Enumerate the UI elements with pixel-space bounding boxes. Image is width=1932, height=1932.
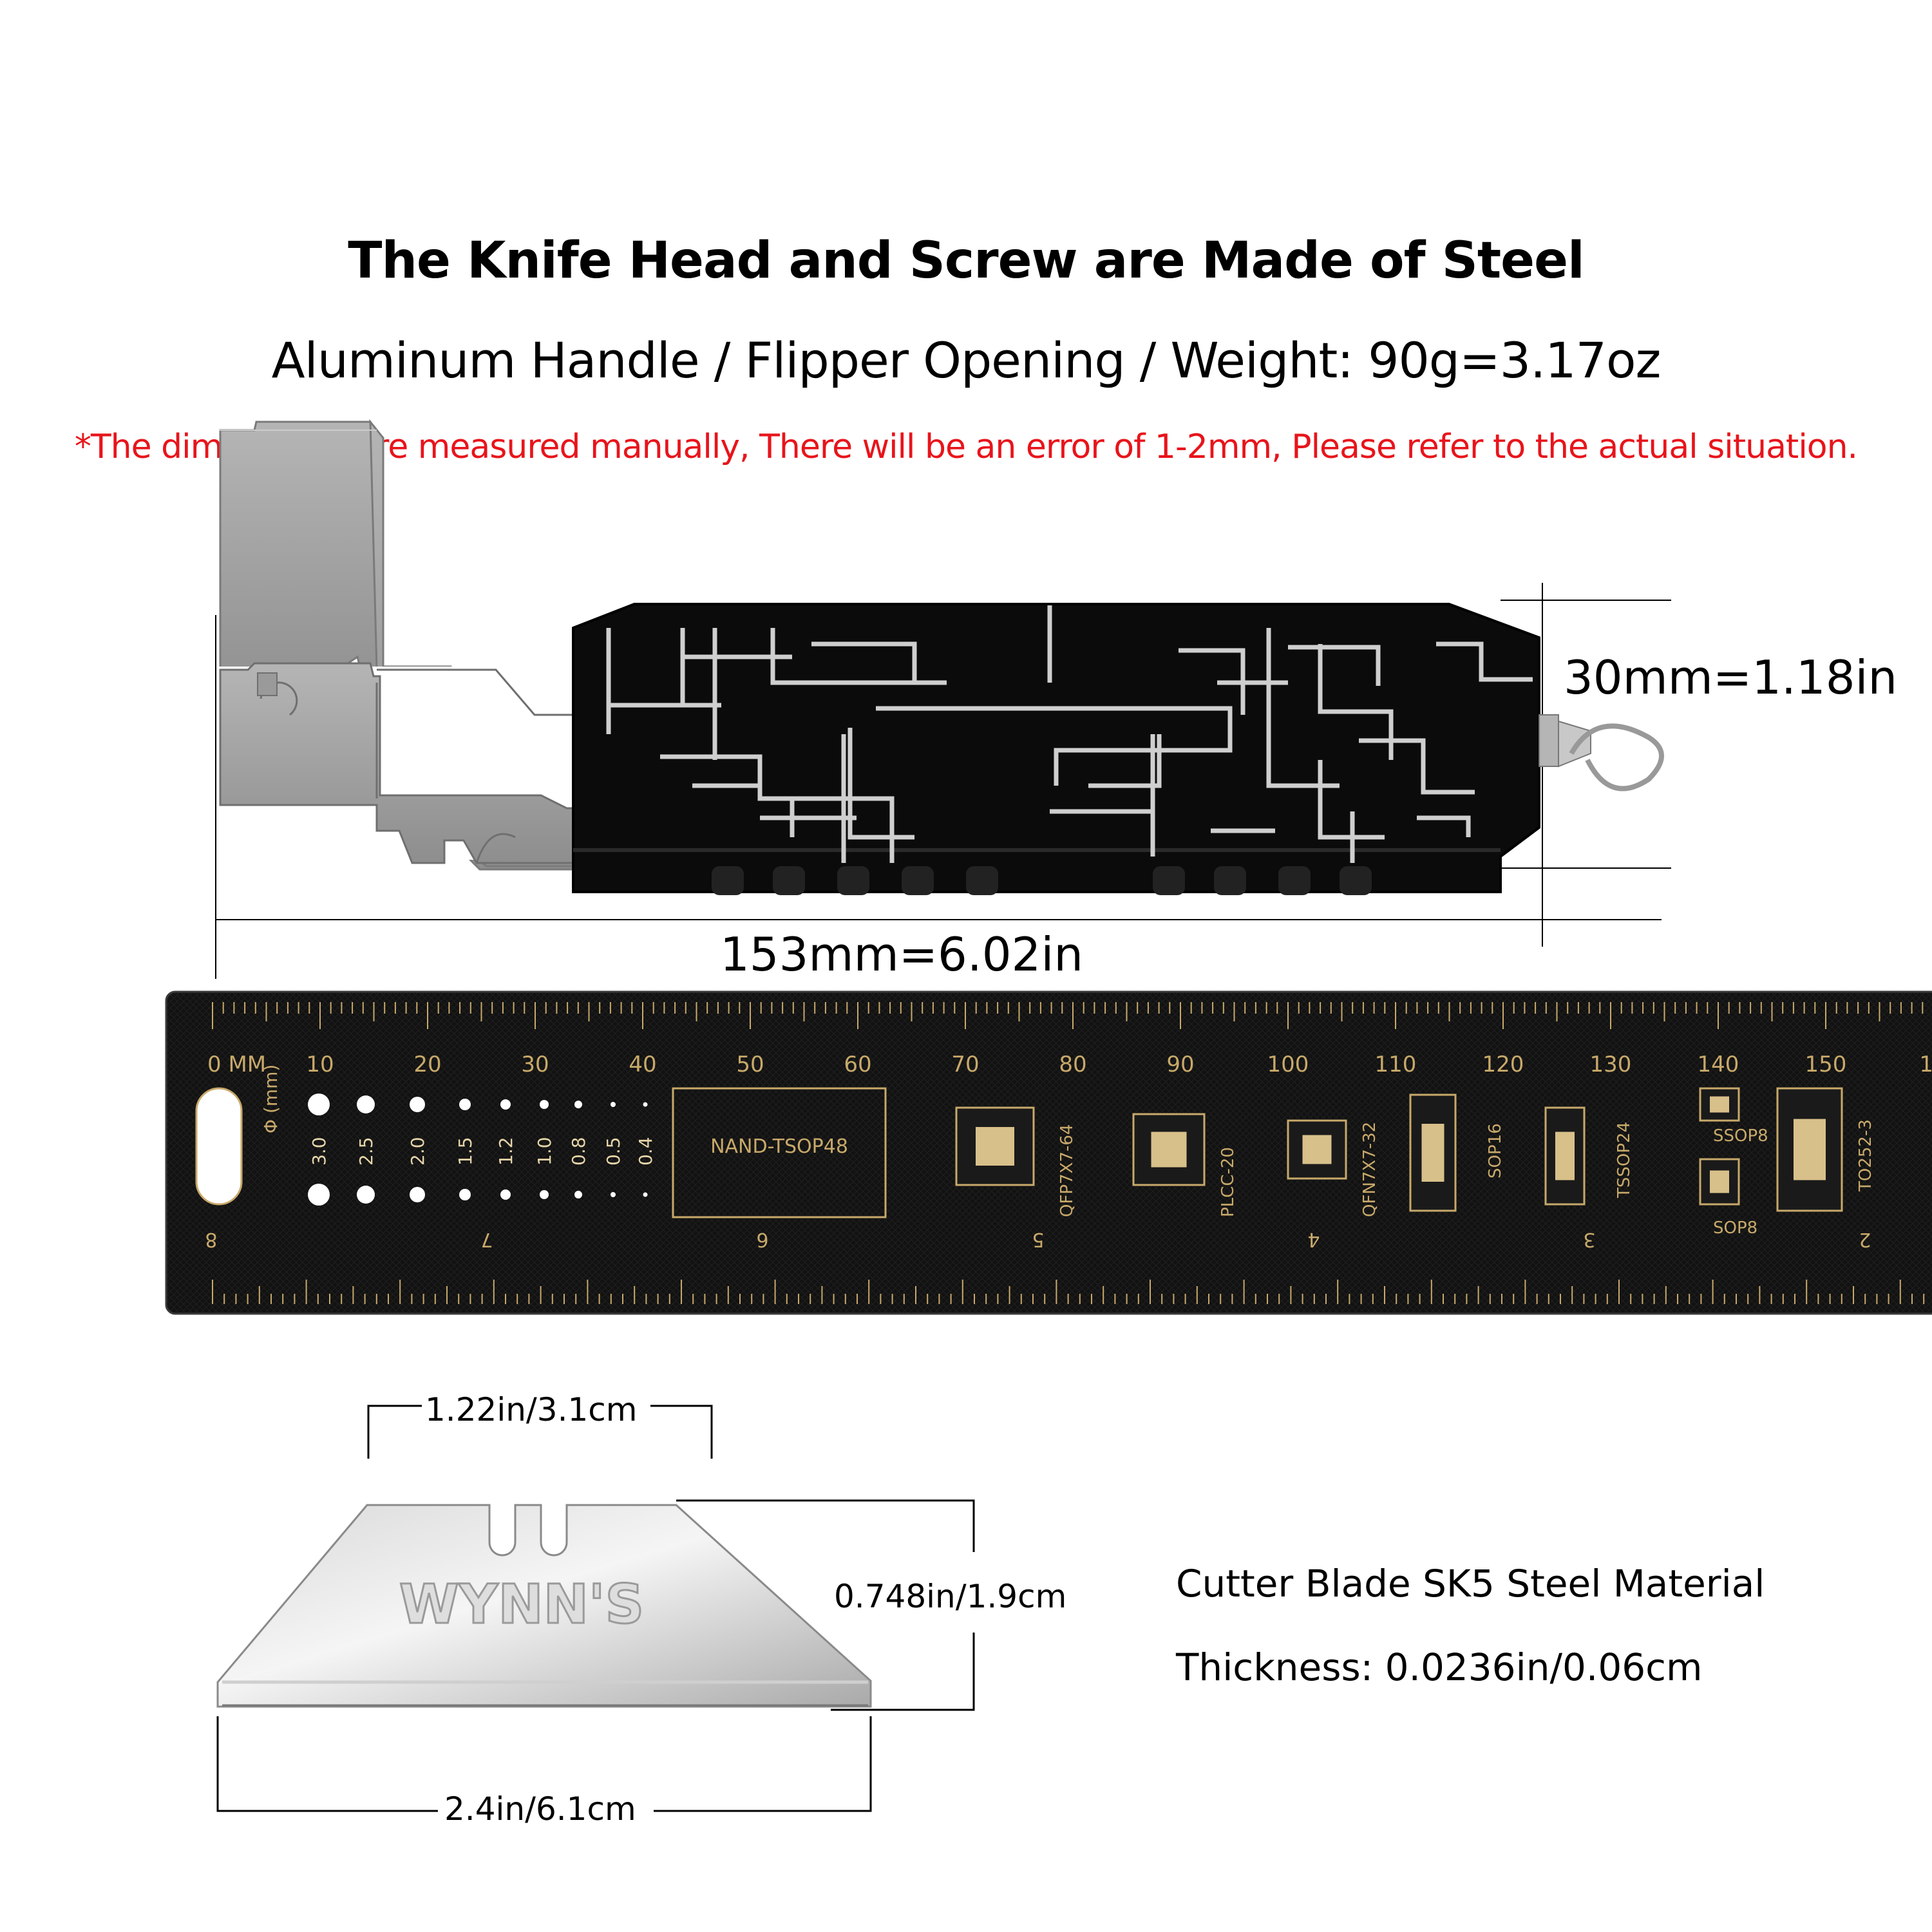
mm-tick-label: 100 bbox=[1267, 1052, 1309, 1077]
knife-length-label: 153mm=6.02in bbox=[720, 927, 1083, 981]
gauge-hole-label: 3.0 bbox=[308, 1137, 330, 1166]
gauge-hole bbox=[540, 1190, 549, 1199]
gauge-hole bbox=[410, 1187, 425, 1202]
gauge-hole-label: 0.4 bbox=[635, 1137, 656, 1166]
gauge-hole bbox=[540, 1100, 549, 1109]
mm-tick-label: 90 bbox=[1166, 1052, 1194, 1077]
hole-unit-label: Φ (mm) bbox=[260, 1065, 281, 1133]
knife-head-outline bbox=[219, 662, 586, 864]
svg-text:Φ (mm): Φ (mm) bbox=[260, 1065, 281, 1133]
chip-pad bbox=[976, 1127, 1014, 1166]
mm-tick-label: 80 bbox=[1059, 1052, 1086, 1077]
blade-material-spec: Cutter Blade SK5 Steel Material bbox=[1176, 1562, 1765, 1605]
chip-pad bbox=[1151, 1132, 1187, 1168]
mm-tick-label: 10 bbox=[306, 1052, 334, 1077]
ruler-mm-tick-marks bbox=[212, 1002, 1924, 1029]
gauge-hole bbox=[459, 1099, 471, 1110]
gauge-hole bbox=[357, 1095, 375, 1113]
gauge-hole-label: 2.5 bbox=[355, 1137, 377, 1166]
chip-pad bbox=[1302, 1135, 1332, 1164]
gauge-hole bbox=[500, 1099, 511, 1110]
mm-tick-label: 140 bbox=[1698, 1052, 1739, 1077]
inch-tick-label: 4 bbox=[1307, 1228, 1320, 1251]
gauge-hole-label: 0.8 bbox=[568, 1137, 589, 1166]
mm-tick-label: 60 bbox=[844, 1052, 871, 1077]
gauge-hole bbox=[459, 1189, 471, 1200]
gauge-hole bbox=[643, 1192, 648, 1197]
mm-tick-label: 40 bbox=[629, 1052, 656, 1077]
blade-thickness-spec: Thickness: 0.0236in/0.06cm bbox=[1176, 1645, 1703, 1689]
utility-blade: WYNN'S bbox=[216, 1504, 872, 1708]
ruler-hang-hole bbox=[195, 1087, 243, 1206]
gauge-hole bbox=[611, 1102, 616, 1107]
inch-tick-label: 7 bbox=[480, 1228, 493, 1251]
mm-tick-label: 20 bbox=[413, 1052, 441, 1077]
mm-tick-label: 150 bbox=[1805, 1052, 1847, 1077]
knife-height-label: 30mm=1.18in bbox=[1564, 650, 1898, 705]
gauge-hole bbox=[611, 1192, 616, 1197]
chip-footprint-label: TO252-3 bbox=[1856, 1119, 1875, 1192]
chip-footprint bbox=[672, 1087, 887, 1218]
inch-tick-label: 8 bbox=[205, 1228, 217, 1251]
gauge-hole bbox=[643, 1102, 648, 1107]
page-title: The Knife Head and Screw are Made of Ste… bbox=[348, 232, 1584, 290]
gauge-hole-label: 1.0 bbox=[534, 1137, 555, 1166]
ruler-mm-labels: 10 20 30 40 50 60 70 80 90 100 110 120 130 140 150 16 bbox=[306, 1052, 1932, 1077]
chip-pad bbox=[1710, 1096, 1729, 1113]
chip-footprint-label: NAND-TSOP48 bbox=[710, 1135, 848, 1158]
gauge-hole bbox=[574, 1101, 582, 1108]
chip-footprint-label: QFN7X7-32 bbox=[1360, 1122, 1379, 1217]
chip-footprint bbox=[1699, 1087, 1740, 1122]
gauge-hole-label: 1.2 bbox=[495, 1137, 516, 1166]
gauge-hole bbox=[574, 1191, 582, 1198]
page-subtitle: Aluminum Handle / Flipper Opening / Weig… bbox=[271, 332, 1662, 389]
mm-tick-label: 70 bbox=[951, 1052, 979, 1077]
chip-pad bbox=[1710, 1170, 1729, 1193]
inch-tick-label: 6 bbox=[756, 1228, 768, 1251]
chip-footprint bbox=[1699, 1158, 1740, 1206]
chip-footprint-label: QFP7X7-64 bbox=[1057, 1124, 1077, 1217]
ruler-hole-gauge: 3.0 2.5 2.0 1.5 1.2 1.0 0.8 0.5 0.4 bbox=[308, 1094, 656, 1206]
gauge-hole bbox=[500, 1189, 511, 1200]
ruler-inch-labels: 8 7 6 5 4 3 2 bbox=[205, 1228, 1871, 1251]
mm-tick-label: 16 bbox=[1919, 1052, 1932, 1077]
gauge-hole bbox=[308, 1094, 330, 1115]
mm-tick-label: 110 bbox=[1375, 1052, 1417, 1077]
mm-tick-label: 120 bbox=[1482, 1052, 1524, 1077]
blade-bottom-width-label: 2.4in/6.1cm bbox=[444, 1790, 636, 1828]
gauge-hole bbox=[410, 1097, 425, 1112]
gauge-hole-label: 2.0 bbox=[407, 1137, 428, 1166]
chip-pad bbox=[1555, 1132, 1575, 1180]
knife-handle bbox=[572, 603, 1664, 895]
pcb-ruler: 0 MM 10 20 30 40 50 60 70 80 90 100 110 120 130 140 15… bbox=[165, 990, 1932, 1315]
chip-footprint-label: TSSOP24 bbox=[1615, 1122, 1634, 1198]
gauge-hole bbox=[308, 1184, 330, 1206]
gauge-hole-label: 1.5 bbox=[455, 1137, 476, 1166]
blade-height-label: 0.748in/1.9cm bbox=[834, 1578, 1067, 1615]
gauge-hole bbox=[357, 1186, 375, 1204]
mm-tick-label: 30 bbox=[521, 1052, 549, 1077]
blade-dimension-lines bbox=[216, 1405, 975, 1812]
chip-pad bbox=[1794, 1119, 1826, 1180]
chip-pad bbox=[1421, 1124, 1444, 1182]
mm-tick-label: 50 bbox=[736, 1052, 764, 1077]
gauge-hole-label: 0.5 bbox=[603, 1137, 624, 1166]
inch-tick-label: 2 bbox=[1859, 1228, 1871, 1251]
chip-footprint-label: SOP16 bbox=[1486, 1123, 1505, 1179]
chip-footprint-label: SOP8 bbox=[1713, 1218, 1757, 1238]
inch-tick-label: 5 bbox=[1032, 1228, 1044, 1251]
chip-footprint-label: SSOP8 bbox=[1713, 1126, 1768, 1146]
mm-tick-label: 130 bbox=[1590, 1052, 1632, 1077]
inch-tick-label: 3 bbox=[1583, 1228, 1595, 1251]
blade-brand: WYNN'S bbox=[399, 1573, 644, 1636]
ruler-inch-tick-marks bbox=[212, 1280, 1925, 1304]
knife-dimension-lines bbox=[215, 583, 1671, 979]
chip-footprint-label: PLCC-20 bbox=[1218, 1147, 1238, 1217]
blade-top-width-label: 1.22in/3.1cm bbox=[425, 1391, 638, 1428]
ruler-mm-label: 0 MM bbox=[207, 1052, 266, 1077]
ruler-chip-footprints: NAND-TSOP48 QFP7X7-64 PLCC-20 QFN7X7-32 SOP1… bbox=[672, 1087, 1875, 1238]
